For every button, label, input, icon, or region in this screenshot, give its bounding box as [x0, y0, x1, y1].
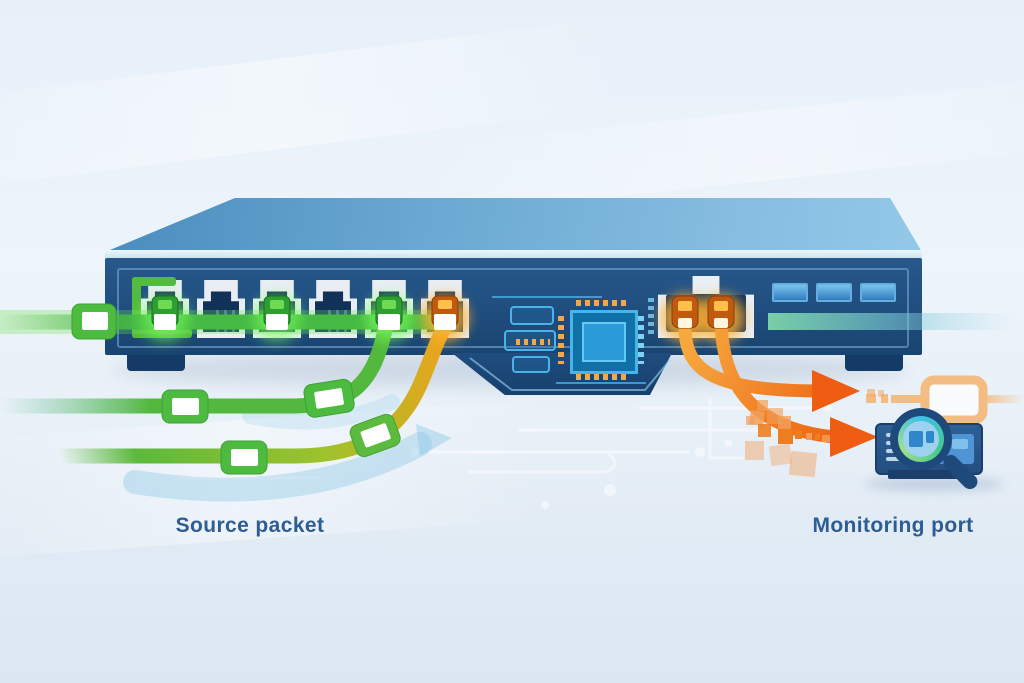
switch-port-4: [309, 280, 357, 338]
dual-rj45-jack: [666, 294, 746, 332]
switch-front-edge: [105, 250, 922, 259]
status-led: [772, 283, 808, 302]
screen-widget: [952, 439, 968, 449]
source-packet-symbol: [220, 440, 268, 475]
rj45-jack: [259, 291, 295, 332]
circuit-board-graphic: [492, 290, 672, 390]
source-packet-symbol: [349, 413, 401, 458]
switch-port-6: [421, 280, 469, 338]
switch-foot: [845, 355, 903, 371]
magnified-widget: [926, 431, 934, 443]
chip-icon: [570, 310, 638, 374]
source-port-highlight-bracket: [132, 277, 176, 286]
source-port-highlight-bracket: [132, 277, 141, 338]
magnifier-icon: [890, 408, 952, 470]
circuit-trace: [492, 296, 602, 298]
packet-fragments: [745, 389, 884, 478]
source-packet-symbol: [161, 389, 209, 424]
status-led: [860, 283, 896, 302]
mirror-arrowhead: [830, 417, 878, 457]
circuit-pins: [516, 339, 550, 345]
analyzer-base: [888, 470, 966, 479]
magnified-widget: [909, 431, 923, 447]
magnifier-glass: [903, 421, 939, 457]
status-led: [816, 283, 852, 302]
chip-die: [582, 322, 626, 362]
analyzer-line: [886, 457, 901, 461]
monitoring-port-label: Monitoring port: [812, 514, 974, 537]
mirrored-packet-faded: [866, 375, 1024, 425]
magnifier-ring: [898, 416, 944, 462]
chip-pins: [576, 300, 630, 306]
switch-port-3: [253, 280, 301, 338]
circuit-tick-column: [648, 298, 654, 338]
switch-foot: [127, 355, 185, 371]
rj45-jack: [427, 291, 463, 332]
circuit-component: [512, 356, 550, 373]
rj45-jack: [315, 291, 351, 332]
switch-port-5: [365, 280, 413, 338]
jack-pins: [216, 310, 238, 332]
source-port-highlight-bracket: [132, 329, 192, 338]
chip-pins: [558, 316, 564, 364]
circuit-trace: [556, 382, 646, 384]
source-packet-label: Source packet: [175, 514, 325, 537]
chip-pins: [638, 316, 644, 364]
background-streak: [418, 73, 1024, 217]
chip-pins: [576, 374, 630, 380]
jack-pins: [328, 310, 350, 332]
analyzer-shadow: [864, 477, 1004, 491]
rj45-jack: [147, 291, 183, 332]
rj45-jack: [203, 291, 239, 332]
circuit-component: [510, 306, 554, 325]
rj45-jack: [371, 291, 407, 332]
cyan-swoosh: [123, 394, 452, 502]
front-panel-border: [117, 268, 909, 348]
background-streak: [0, 17, 623, 193]
switch-top-face: [105, 198, 922, 252]
